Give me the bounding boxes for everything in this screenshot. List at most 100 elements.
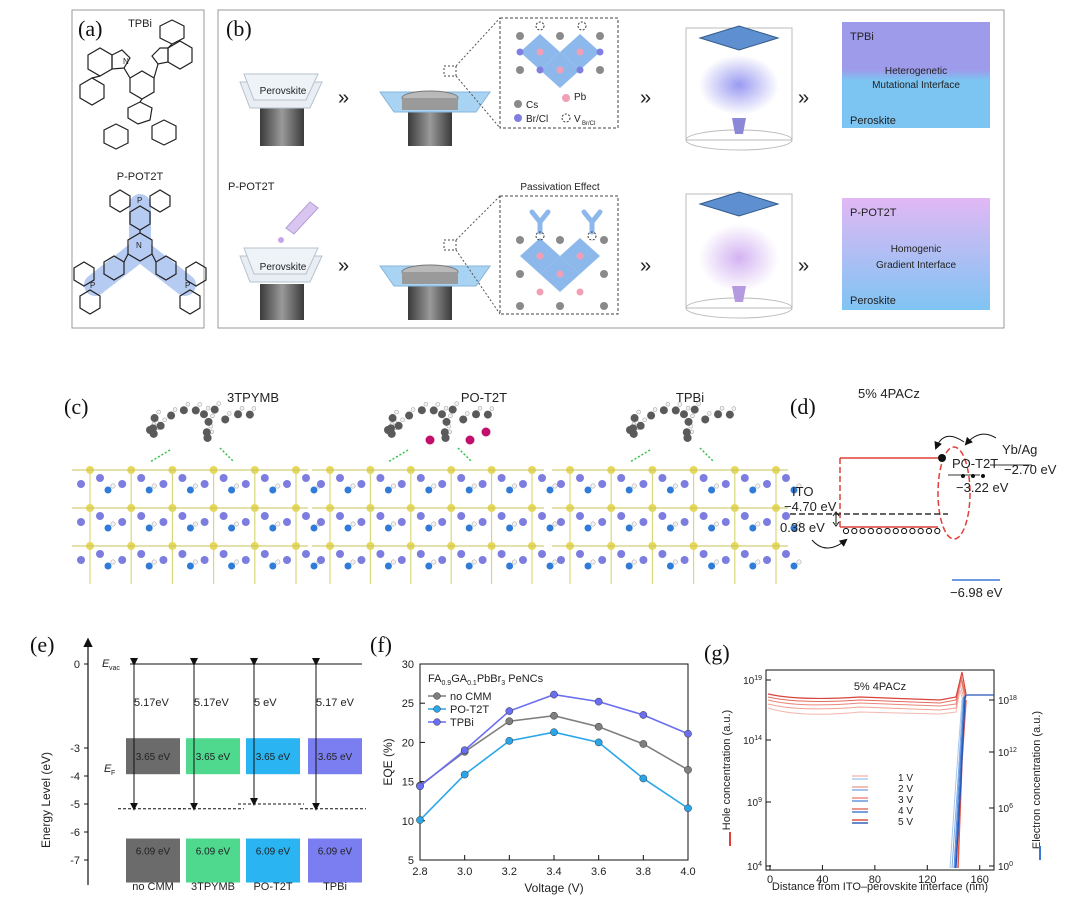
n-atom bbox=[708, 486, 716, 494]
n-atom bbox=[625, 486, 633, 494]
n-atom bbox=[344, 524, 352, 532]
br-atom bbox=[782, 474, 790, 482]
br-atom bbox=[416, 474, 425, 482]
arrow-2c: » bbox=[798, 255, 809, 277]
br-atom bbox=[438, 518, 447, 526]
energy-tick-label: -5 bbox=[70, 799, 80, 811]
c-atom bbox=[684, 417, 693, 426]
material-label: 3TPYMB bbox=[191, 881, 235, 893]
br-atom bbox=[538, 550, 546, 558]
br-atom bbox=[557, 480, 565, 488]
data-point bbox=[416, 816, 424, 824]
panel-g: (g) 5% 4PACz Distance from ITO–perovskit… bbox=[704, 640, 1043, 893]
x-tick-label: 160 bbox=[971, 874, 989, 886]
n-atom bbox=[465, 524, 473, 532]
arrow-2b: » bbox=[640, 255, 651, 277]
spin-coater-3: Perovskite bbox=[239, 247, 323, 320]
n-atom bbox=[384, 524, 392, 532]
br-atom bbox=[200, 518, 209, 526]
br-atom bbox=[397, 518, 406, 526]
material-label: no CMM bbox=[132, 881, 174, 893]
hole-injection-arrow bbox=[811, 538, 848, 549]
h-atom bbox=[489, 406, 495, 411]
concentration-annotation: 5% 4PACz bbox=[854, 681, 906, 693]
c-atom bbox=[472, 410, 481, 419]
result-top-mid1: Heterogenetic bbox=[885, 66, 947, 77]
n-atom bbox=[384, 562, 392, 570]
h-atom bbox=[431, 521, 437, 527]
h-atom bbox=[796, 559, 802, 565]
c-atom bbox=[199, 410, 208, 419]
adsorbed-molecule-1 bbox=[146, 401, 257, 463]
x-tick-label: 3.8 bbox=[636, 866, 651, 878]
concentration-xlabel: Distance from ITO–perovskite interface (… bbox=[772, 881, 988, 893]
hole bbox=[909, 527, 916, 535]
molecule-tpbi-label: TPBi bbox=[128, 18, 152, 30]
br-atom bbox=[397, 556, 406, 564]
n-atom bbox=[145, 524, 153, 532]
c-atom bbox=[647, 411, 656, 420]
electron-dot bbox=[938, 454, 946, 462]
hole-curve-2v bbox=[767, 683, 967, 711]
br-atom bbox=[478, 518, 487, 526]
br-atom bbox=[283, 556, 291, 564]
legend-pb: Pb bbox=[574, 92, 587, 103]
c-atom bbox=[150, 414, 159, 423]
br-atom bbox=[598, 480, 607, 488]
arrow-1b: » bbox=[640, 87, 651, 109]
hydrogen-bond bbox=[219, 447, 235, 463]
data-point bbox=[505, 707, 514, 715]
right-y-tick-label: 1012 bbox=[998, 747, 1017, 759]
left-y-tick-label: 104 bbox=[747, 861, 762, 873]
h-atom bbox=[192, 559, 198, 565]
data-point bbox=[684, 804, 692, 813]
br-atom bbox=[740, 474, 749, 482]
br-atom bbox=[721, 480, 730, 488]
h-atom bbox=[210, 413, 215, 419]
hole-curve-5v bbox=[767, 671, 967, 701]
legend-vacancy: V bbox=[574, 114, 581, 125]
hole-curve-3v bbox=[767, 679, 967, 707]
br-atom bbox=[159, 480, 168, 488]
legend-cs: Cs bbox=[526, 100, 538, 111]
br-atom bbox=[260, 512, 269, 520]
br-atom bbox=[200, 556, 209, 564]
ppot2t-p-label-right: P bbox=[185, 281, 190, 290]
ppot2t-structure: P P P N bbox=[73, 189, 207, 315]
br-atom bbox=[283, 480, 291, 488]
material-label: PO-T2T bbox=[253, 881, 292, 893]
br-atom bbox=[519, 518, 527, 526]
h-atom bbox=[151, 521, 157, 527]
c-atom bbox=[210, 405, 219, 414]
n-atom bbox=[310, 562, 318, 570]
right-y-tick-label: 106 bbox=[998, 803, 1013, 815]
homo-label: 6.09 eV bbox=[196, 847, 231, 858]
n-atom bbox=[749, 562, 757, 570]
br-atom bbox=[137, 474, 146, 482]
h-atom bbox=[590, 559, 596, 565]
h-atom bbox=[796, 483, 802, 489]
n-atom bbox=[666, 486, 674, 494]
br-atom bbox=[77, 556, 85, 564]
h-atom bbox=[197, 402, 203, 407]
h-atom bbox=[192, 483, 198, 489]
br-atom bbox=[658, 550, 667, 558]
h-atom bbox=[410, 407, 416, 412]
n-atom bbox=[310, 524, 318, 532]
c-atom bbox=[448, 405, 457, 414]
data-point bbox=[594, 722, 603, 731]
h-atom bbox=[151, 559, 157, 565]
deposition-cylinder-2 bbox=[685, 191, 793, 319]
h-atom bbox=[755, 483, 761, 489]
panel-b-frame bbox=[217, 9, 1005, 329]
br-atom bbox=[137, 550, 146, 558]
hydrogen-bond bbox=[387, 449, 409, 463]
h-atom bbox=[696, 401, 701, 406]
evac-label: E bbox=[102, 658, 110, 670]
h-atom bbox=[226, 411, 232, 416]
molecule-ppot2t-label: P-POT2T bbox=[117, 171, 164, 183]
legend-label: 5 V bbox=[898, 817, 913, 828]
n-atom bbox=[546, 562, 554, 570]
workfunction-label: 5 eV bbox=[254, 697, 277, 709]
